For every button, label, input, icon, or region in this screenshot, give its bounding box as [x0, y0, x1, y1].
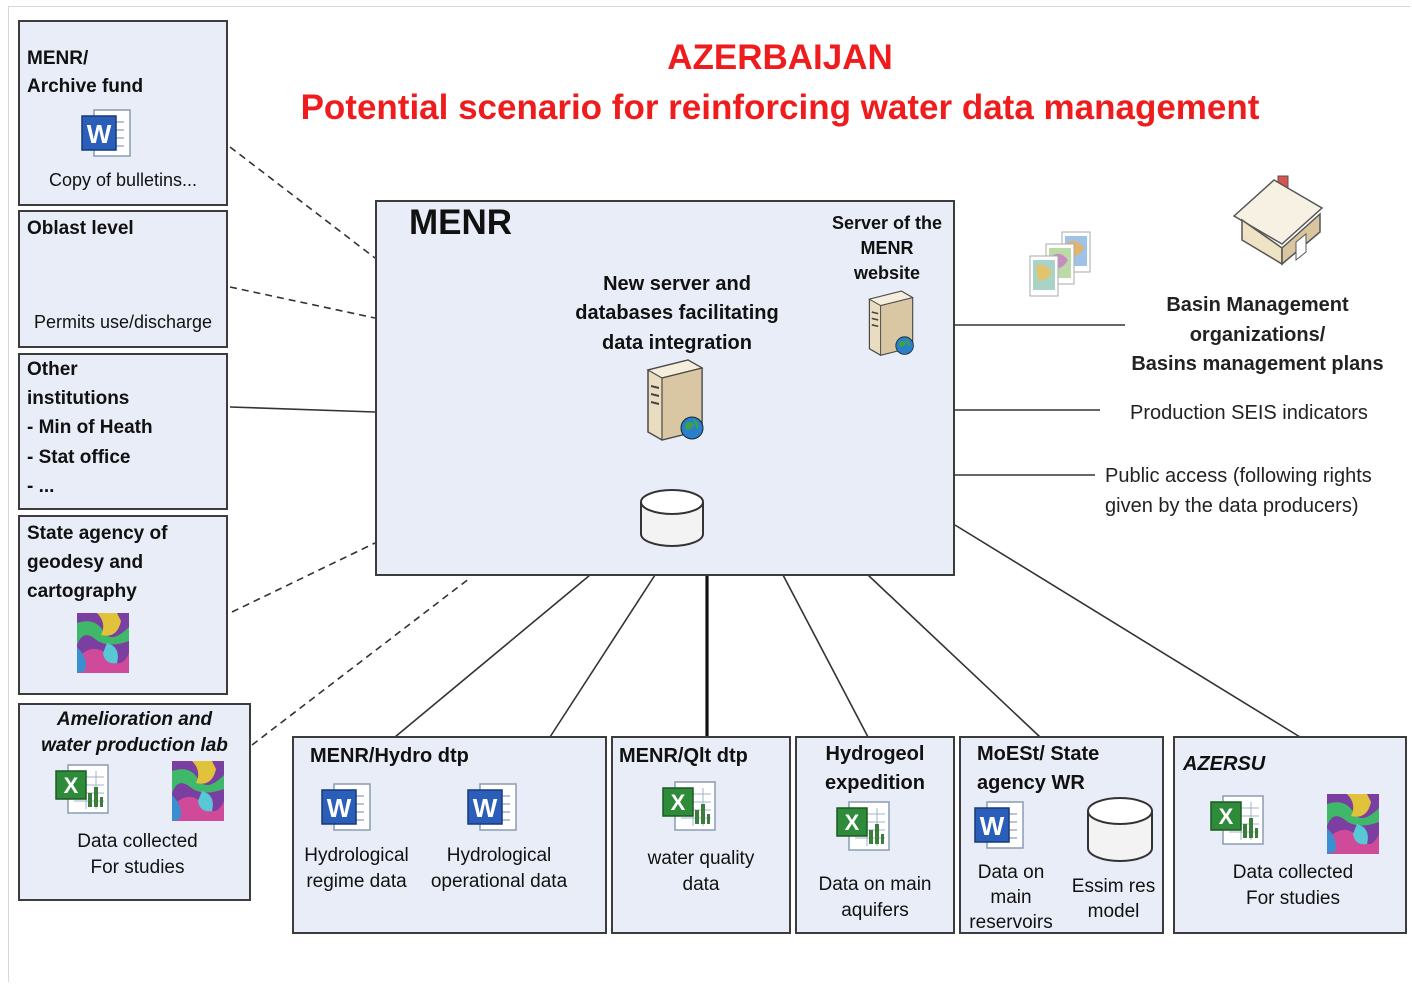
word-document-icon: W	[321, 783, 371, 831]
hydrogeol-caption-2: aquifers	[841, 900, 909, 921]
oblast-title: Oblast level	[27, 218, 134, 239]
colored-map-icon	[172, 761, 224, 821]
hydro-regime-2: regime data	[306, 871, 407, 892]
geodesy-line-3: cartography	[27, 581, 137, 602]
website-server-icon	[868, 290, 914, 356]
moest-reservoirs-3: reservoirs	[969, 912, 1053, 933]
amelioration-caption-2: For studies	[90, 857, 185, 878]
basin-line-1: Basin Management	[1166, 294, 1349, 316]
hydro-regime-1: Hydrological	[304, 845, 409, 866]
other-line-3: - Min of Heath	[27, 417, 153, 438]
svg-text:W: W	[473, 793, 498, 823]
house-icon	[1232, 175, 1324, 266]
azersu-caption-2: For studies	[1246, 888, 1340, 909]
title-scenario: Potential scenario for reinforcing water…	[300, 88, 1260, 127]
svg-text:X: X	[845, 810, 860, 835]
svg-text:X: X	[64, 773, 79, 798]
hydrogeol-caption-1: Data on main	[818, 874, 932, 895]
hydro-title: MENR/Hydro dtp	[310, 745, 469, 767]
moest-title-2: agency WR	[977, 772, 1085, 794]
amelioration-caption-1: Data collected	[77, 831, 198, 852]
excel-spreadsheet-icon: X	[662, 781, 716, 831]
moest-reservoirs-1: Data on	[977, 862, 1045, 883]
archive-caption: Copy of bulletins...	[48, 170, 198, 190]
menr-title: MENR	[409, 203, 513, 242]
integration-server-icon	[646, 359, 704, 441]
word-document-icon: W	[974, 801, 1024, 849]
box-menr-qlt-dtp: MENR/Qlt dtp X water quality data	[611, 736, 791, 934]
box-azersu: AZERSU X Data collected For studies	[1173, 736, 1407, 934]
box-amelioration-lab: Amelioration and water production lab X …	[18, 703, 251, 901]
qlt-caption-2: data	[682, 874, 720, 895]
box-menr-hydro-dtp: MENR/Hydro dtp W W Hydrological regime d…	[292, 736, 607, 934]
server-label-1: New server and	[603, 273, 751, 295]
box-oblast-level: Oblast level Permits use/discharge	[18, 210, 228, 348]
geodesy-line-2: geodesy and	[27, 552, 144, 573]
other-line-1: Other	[27, 359, 78, 380]
amelioration-line-1: Amelioration and	[56, 709, 213, 730]
moest-title-1: MoESt/ State	[977, 743, 1100, 765]
moest-model-1: Essim res	[1071, 876, 1156, 897]
seis-indicators-label: Production SEIS indicators	[1130, 402, 1368, 424]
archive-title-2: Archive fund	[27, 76, 144, 97]
azersu-title: AZERSU	[1183, 753, 1266, 775]
title-country: AZERBAIJAN	[667, 38, 893, 77]
word-document-icon: W	[81, 109, 131, 157]
azersu-caption-1: Data collected	[1232, 862, 1354, 883]
svg-text:W: W	[87, 119, 112, 149]
svg-text:X: X	[671, 790, 686, 815]
website-label-3: website	[853, 263, 921, 283]
public-access-line-1: Public access (following rights	[1105, 465, 1372, 487]
oblast-caption: Permits use/discharge	[33, 312, 213, 332]
hydrogeol-title-2: expedition	[824, 772, 925, 794]
map-documents-icon	[1029, 231, 1091, 297]
qlt-title: MENR/Qlt dtp	[619, 745, 748, 767]
page-frame	[8, 6, 1410, 982]
website-label-2: MENR	[860, 238, 914, 258]
geodesy-line-1: State agency of	[27, 523, 168, 544]
moest-model-2: model	[1087, 901, 1140, 922]
svg-text:X: X	[1219, 804, 1234, 829]
box-moest-state-agency: MoESt/ State agency WR W Data on main re…	[959, 736, 1164, 934]
box-other-institutions: Other institutions - Min of Heath - Stat…	[18, 353, 228, 510]
server-label-3: data integration	[601, 332, 752, 354]
word-document-icon: W	[467, 783, 517, 831]
qlt-caption-1: water quality	[647, 848, 755, 869]
server-label-2: databases facilitating	[575, 302, 779, 324]
excel-spreadsheet-icon: X	[55, 764, 109, 814]
colored-map-icon	[1327, 794, 1379, 854]
hydro-operational-1: Hydrological	[446, 845, 552, 866]
database-cylinder-icon	[640, 489, 704, 547]
other-line-4: - Stat office	[27, 447, 131, 468]
colored-map-icon	[77, 613, 129, 673]
box-state-agency-geodesy: State agency of geodesy and cartography	[18, 515, 228, 695]
website-label-1: Server of the	[831, 213, 943, 233]
hydro-operational-2: operational data	[430, 871, 568, 892]
box-menr-archive-fund: MENR/ Archive fund W Copy of bulletins..…	[18, 20, 228, 206]
database-cylinder-icon	[1087, 797, 1153, 862]
amelioration-line-2: water production lab	[41, 735, 228, 756]
svg-text:W: W	[980, 811, 1005, 841]
excel-spreadsheet-icon: X	[1210, 795, 1264, 845]
basin-line-3: Basins management plans	[1131, 353, 1384, 375]
moest-reservoirs-2: main	[990, 887, 1032, 908]
public-access-line-2: given by the data producers)	[1105, 495, 1359, 517]
archive-title-1: MENR/	[27, 48, 89, 69]
hydrogeol-title-1: Hydrogeol	[825, 743, 925, 765]
other-line-5: - ...	[27, 476, 55, 497]
other-line-2: institutions	[27, 388, 130, 409]
svg-text:W: W	[327, 793, 352, 823]
excel-spreadsheet-icon: X	[836, 801, 890, 851]
basin-line-2: organizations/	[1189, 324, 1326, 346]
box-hydrogeol-expedition: Hydrogeol expedition X Data on main aqui…	[795, 736, 955, 934]
